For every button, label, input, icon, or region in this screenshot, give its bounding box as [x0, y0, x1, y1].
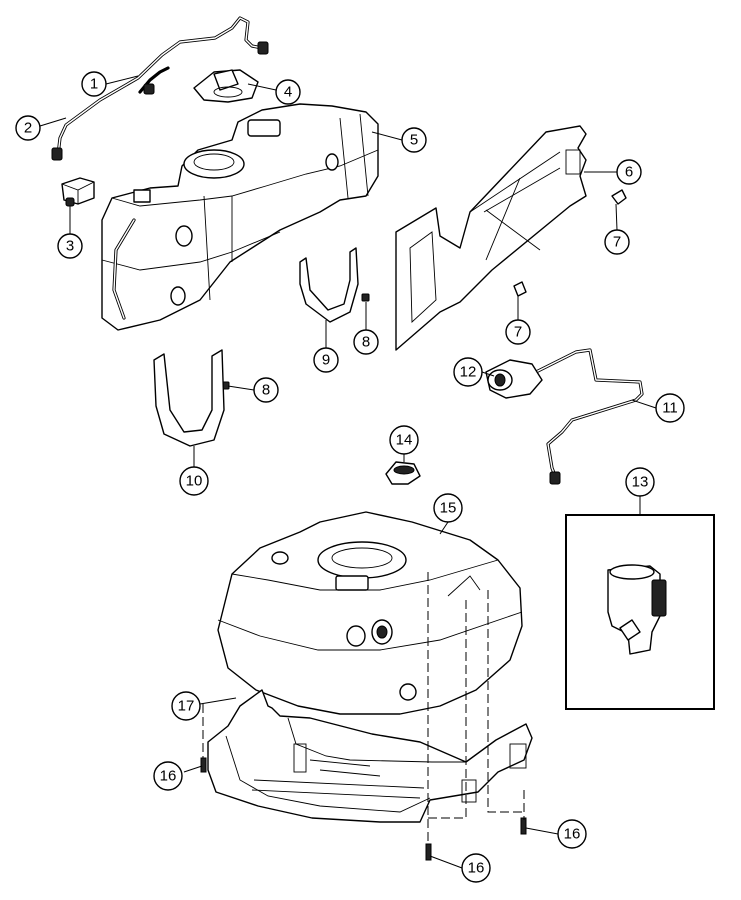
assembly-lines: [202, 572, 526, 842]
connector-part: [61, 177, 95, 207]
callout-13-label: 13: [632, 474, 649, 491]
filler-neck-part: [485, 359, 543, 399]
upper-fuel-tank-part: [101, 103, 379, 331]
callout-12-label: 12: [460, 364, 477, 381]
filler-hose-part: [534, 348, 644, 485]
callout-14: 14: [389, 425, 419, 455]
callout-2-label: 2: [24, 120, 32, 137]
callout-7-upper: 7: [604, 229, 630, 255]
callout-16-bottom: 16: [461, 853, 491, 883]
callout-10-label: 10: [186, 473, 203, 490]
callout-11: 11: [655, 393, 685, 423]
callout-9: 9: [313, 347, 339, 373]
callout-14-label: 14: [396, 432, 413, 449]
callout-3: 3: [57, 233, 83, 259]
callout-16-right: 16: [557, 819, 587, 849]
callout-8-lower: 8: [253, 377, 279, 403]
callout-16-bottom-label: 16: [468, 860, 485, 877]
callout-15: 15: [433, 493, 463, 523]
callout-1: 1: [81, 71, 107, 97]
callout-8-upper: 8: [353, 329, 379, 355]
small-strap-part: [299, 247, 359, 323]
callout-8-upper-label: 8: [362, 334, 370, 351]
bumper-part: [385, 461, 421, 485]
callout-4-label: 4: [284, 84, 292, 101]
callout-6: 6: [616, 159, 642, 185]
callout-16-left-label: 16: [160, 768, 177, 785]
callout-12: 12: [453, 357, 483, 387]
callout-5: 5: [401, 127, 427, 153]
cover-plate-part: [193, 69, 259, 103]
callout-17: 17: [171, 691, 201, 721]
callout-7-lower-label: 7: [514, 324, 522, 341]
callout-7-upper-label: 7: [613, 234, 621, 251]
clip-part: [513, 189, 627, 297]
callout-1-label: 1: [90, 76, 98, 93]
leader-lines: [39, 75, 657, 869]
callout-10: 10: [179, 466, 209, 496]
callout-7-lower: 7: [505, 319, 531, 345]
callout-15-label: 15: [440, 500, 457, 517]
check-valve-part: [607, 564, 667, 655]
callout-6-label: 6: [625, 164, 633, 181]
callout-3-label: 3: [66, 238, 74, 255]
callout-16-left: 16: [153, 761, 183, 791]
skid-plate-part: [207, 689, 533, 823]
callout-17-label: 17: [178, 698, 195, 715]
heat-shield-part: [395, 125, 587, 351]
vent-hose-part: [51, 16, 269, 161]
callout-2: 2: [15, 115, 41, 141]
callout-16-right-label: 16: [564, 826, 581, 843]
callout-4: 4: [275, 79, 301, 105]
lower-fuel-tank-part: [217, 511, 523, 715]
large-strap-part: [153, 349, 225, 447]
callout-13: 13: [625, 467, 655, 497]
callout-9-label: 9: [322, 352, 330, 369]
callout-11-label: 11: [662, 400, 678, 417]
callout-8-lower-label: 8: [262, 382, 270, 399]
callout-5-label: 5: [410, 132, 418, 149]
